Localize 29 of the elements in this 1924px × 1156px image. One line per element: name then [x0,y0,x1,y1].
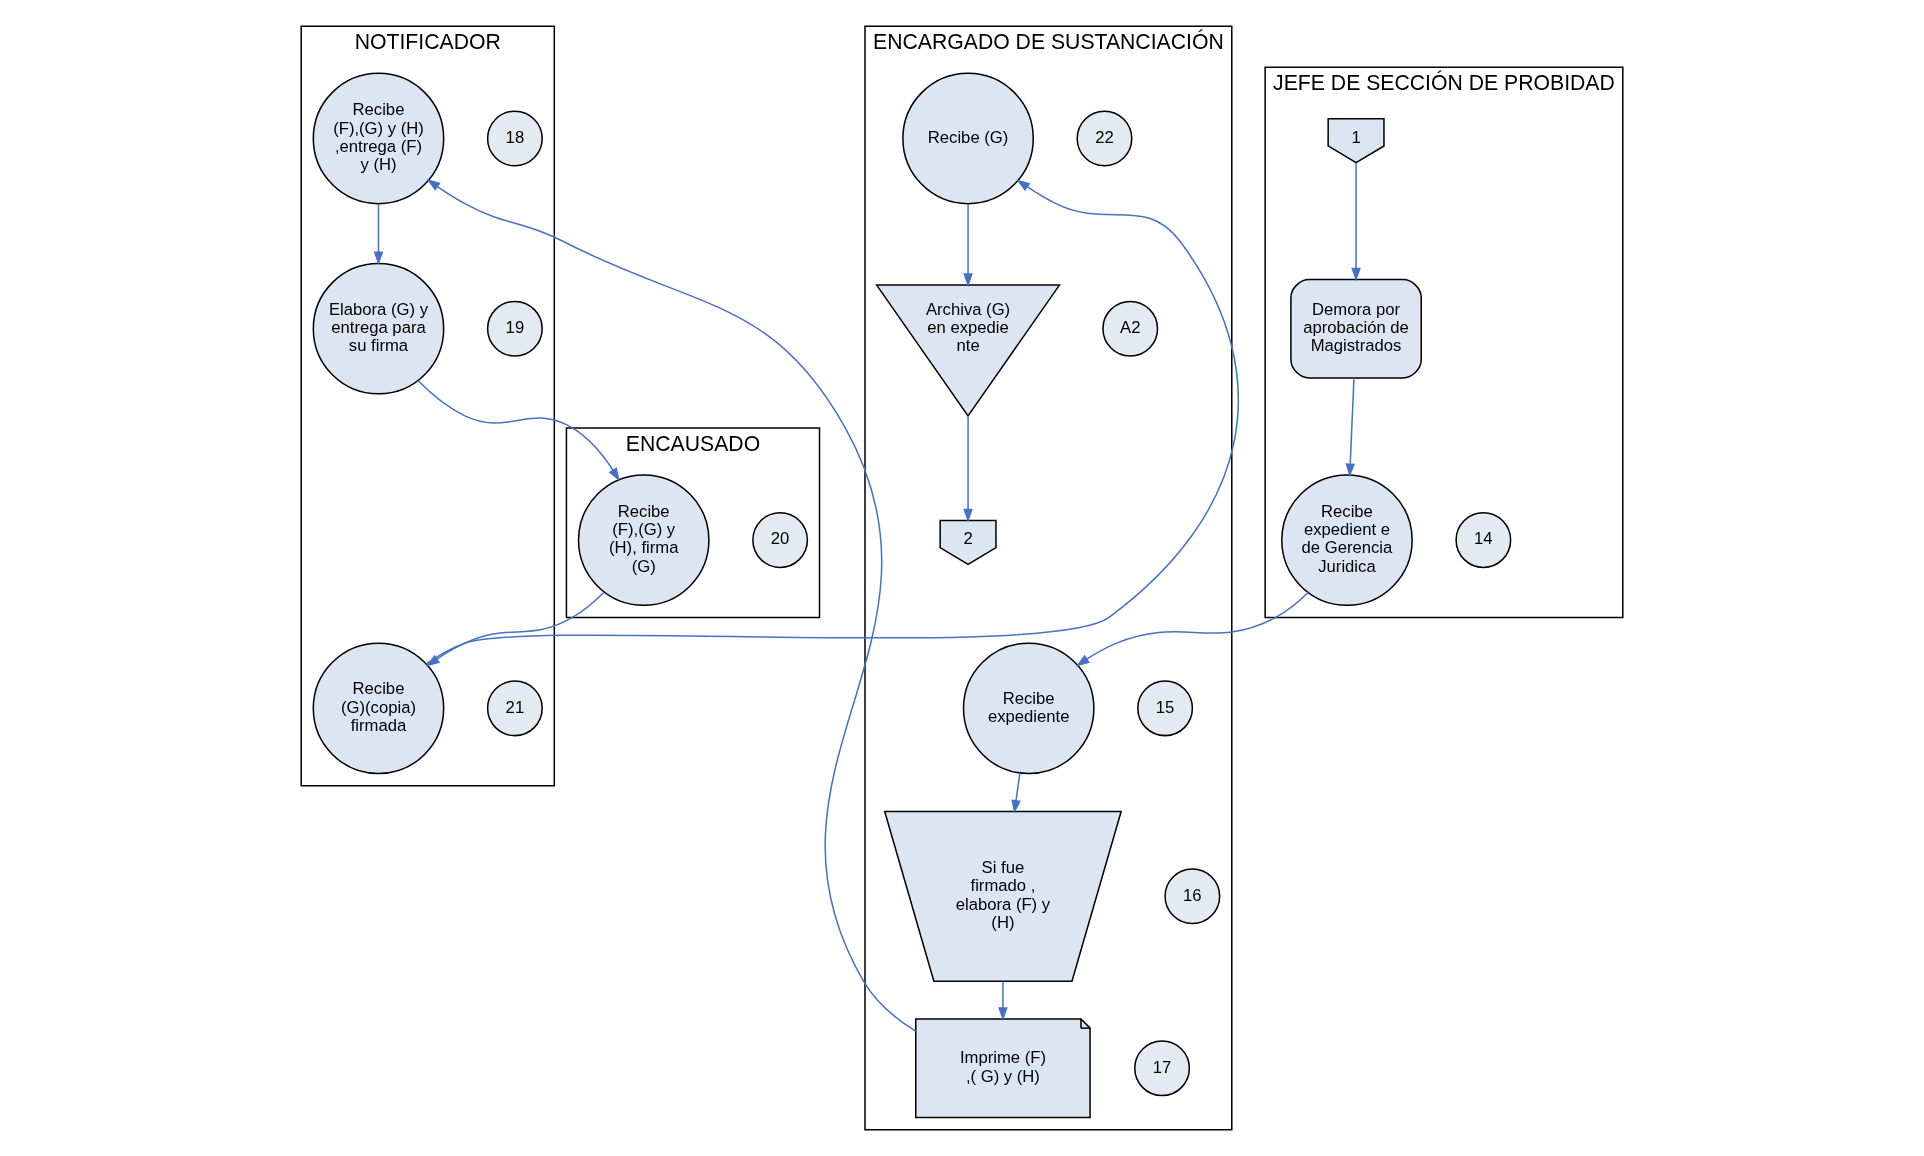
node-circle: 22 [1076,110,1133,167]
arrow [998,980,1008,1021]
arrow [963,415,973,523]
node-circle: 19 [486,300,543,357]
node-circle: Recibe expediente [962,642,1095,775]
node-circle: Recibe (G)(copia) firmada [312,642,445,775]
node-circle: Recibe (F),(G) y (H), firma (G) [577,474,710,607]
arrow [963,203,973,288]
node-circle: 16 [1164,868,1221,925]
node-circle: 14 [1455,512,1512,569]
arrow [417,379,620,482]
arrow [1345,377,1356,478]
node-circle: 18 [486,110,543,167]
arrow [1075,591,1309,667]
arrow [1351,162,1361,282]
node-circle: 20 [752,512,809,569]
arrow [425,179,1239,665]
node-circle: Recibe expedient e de Gerencia Juridica [1281,474,1413,607]
node-box: Demora por aprobación de Magistrados [1290,278,1422,379]
node-circle: 21 [486,680,543,737]
arrow [373,203,384,266]
node-circle: 17 [1134,1040,1191,1097]
arrow [426,591,605,667]
node-circle: Recibe (F),(G) y (H) ,entrega (F) y (H) [312,72,445,205]
node-circle: Elabora (G) y entrega para su firma [312,262,445,395]
arrow [1011,772,1021,814]
node-circle: 15 [1137,680,1194,737]
node-circle: A2 [1102,300,1159,357]
arrow [426,179,917,1032]
